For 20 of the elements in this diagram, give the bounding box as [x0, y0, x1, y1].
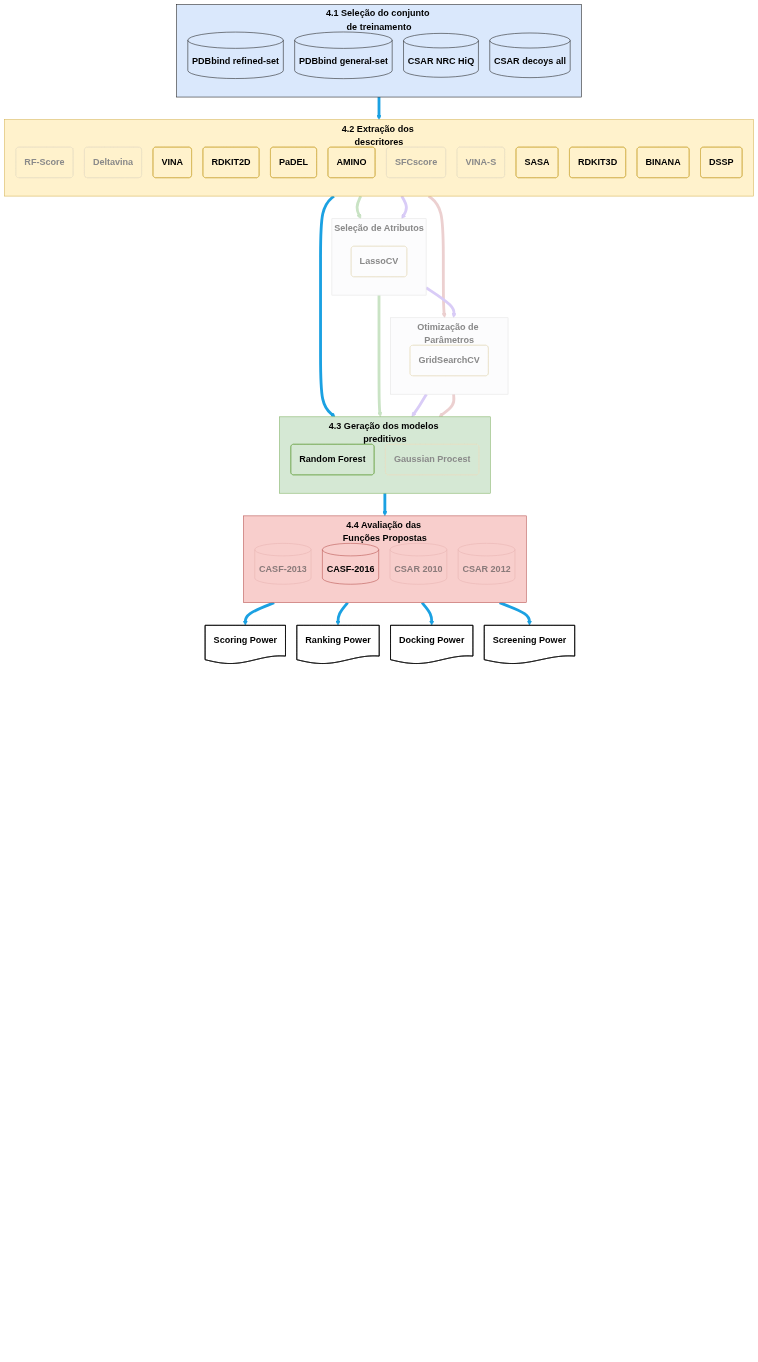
arrow [425, 286, 457, 318]
arrow [420, 601, 435, 626]
node-text: SFCscore [394, 157, 438, 167]
node-text: VINA-S [465, 157, 497, 167]
arrow [400, 195, 408, 219]
node-text: Gaussian Procest [393, 454, 471, 465]
arrow [242, 601, 275, 626]
arrow [376, 97, 382, 120]
arrow [355, 195, 363, 219]
node-text: RF-Score [24, 157, 65, 167]
node-text: GridSearchCV [418, 355, 480, 366]
arrow [377, 295, 383, 418]
node-text: Deltavina [92, 157, 134, 167]
arrow [319, 195, 336, 418]
arrow [499, 601, 532, 626]
arrow [438, 394, 456, 418]
arrow [411, 393, 428, 418]
arrow [335, 601, 349, 626]
arrow [382, 493, 388, 517]
node-text: LassoCV [359, 256, 399, 266]
